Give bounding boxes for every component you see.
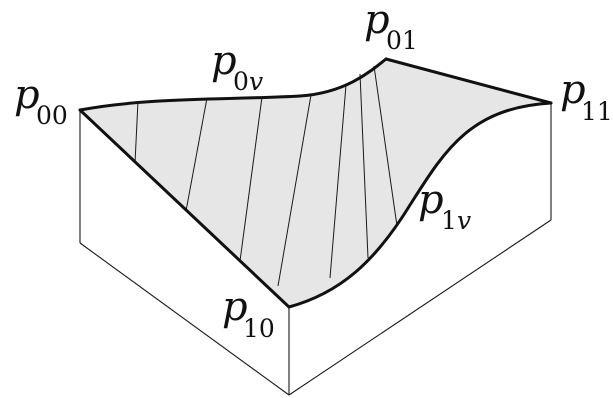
label-p0v-sub-var: v: [249, 67, 263, 96]
edge-p01-p11: [384, 57, 553, 105]
box-frame: [79, 103, 552, 396]
box-bottom-right-edge: [288, 219, 552, 396]
label-p10-sub: 10: [243, 314, 275, 343]
label-p0v-sub-num: 0: [233, 67, 249, 96]
label-p11-base: p: [560, 67, 586, 113]
label-p01-base: p: [364, 0, 390, 43]
ruling-line: [329, 84, 347, 279]
label-p00-sub: 00: [36, 101, 68, 130]
label-p0v-base: p: [211, 38, 237, 84]
surface-patch: [80, 59, 551, 307]
label-p11-sub: 11: [581, 97, 613, 126]
edge-p00-p10: [78, 108, 291, 309]
ruling-line: [373, 65, 398, 227]
label-p1v-sub-var: v: [457, 206, 471, 235]
label-p01: p 01: [364, 0, 418, 55]
label-p1v-sub-num: 1: [441, 206, 457, 235]
label-p10-base: p: [222, 284, 248, 330]
ruling-line: [239, 96, 263, 262]
box-bottom-left-edge: [79, 242, 290, 396]
ruling-line: [134, 100, 139, 164]
ruling-lines: [134, 65, 398, 287]
label-p01-sub: 01: [386, 26, 418, 55]
ruling-line: [185, 97, 208, 212]
curve-p0v: [78, 57, 388, 112]
label-p00: p 00: [14, 72, 68, 130]
label-p11: p 11: [560, 67, 613, 126]
curve-p1v: [287, 101, 553, 309]
label-p1v-base: p: [418, 177, 444, 223]
label-p0v: p 0 v: [211, 38, 263, 96]
ruling-line: [277, 94, 312, 287]
label-p1v: p 1 v: [418, 177, 471, 235]
ruling-line: [359, 73, 369, 259]
label-p10: p 10: [222, 284, 275, 343]
label-p00-base: p: [14, 72, 40, 118]
